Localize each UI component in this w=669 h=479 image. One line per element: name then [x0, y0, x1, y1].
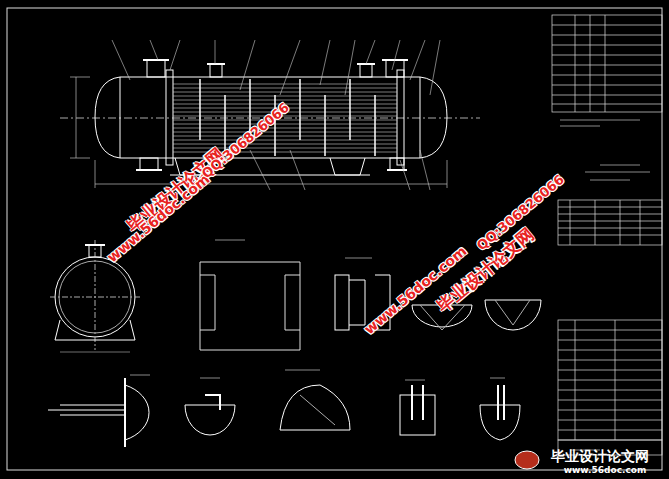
logo-url: www.56doc.com	[564, 465, 647, 475]
logo-text: 毕业设计论文网	[551, 448, 649, 466]
watermark: www.56doc.com	[104, 171, 213, 266]
